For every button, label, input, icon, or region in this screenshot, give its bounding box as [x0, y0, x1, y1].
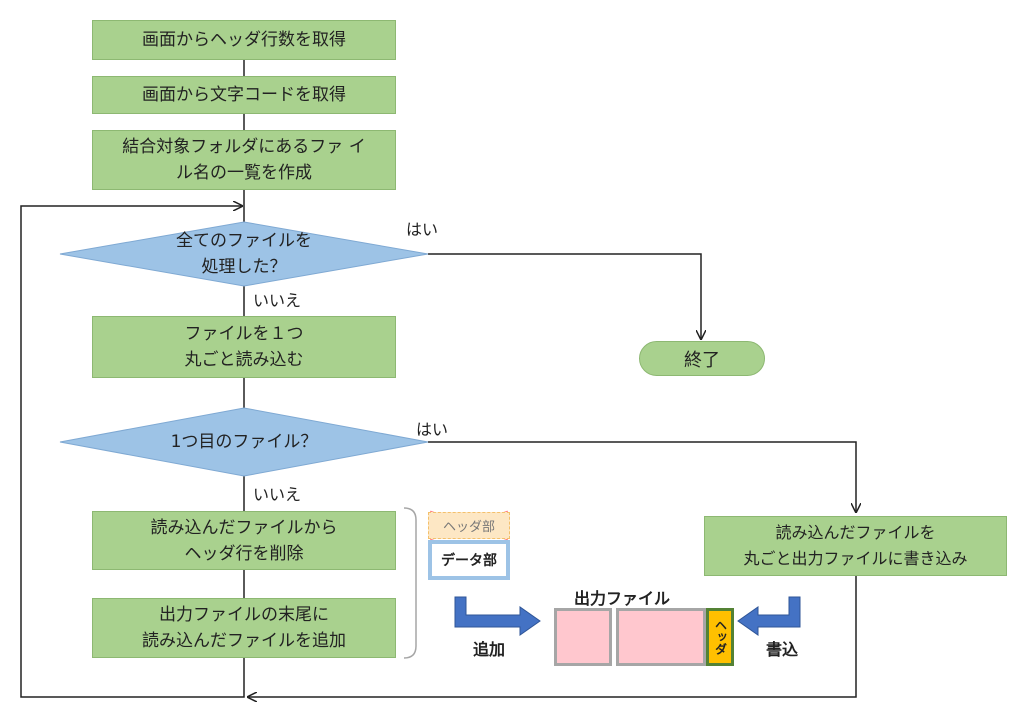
- step-get-header-rows: 画面からヘッダ行数を取得: [92, 20, 396, 60]
- step-make-file-list: 結合対象フォルダにあるファ イ ル名の一覧を作成: [92, 130, 396, 190]
- decision-first-file-text: 1つ目のファイル？: [170, 432, 318, 452]
- label-no-1: いいえ: [253, 291, 302, 310]
- header-part-crossed: ヘッダ部: [428, 512, 510, 539]
- step-append-output: 出力ファイルの末尾に 読み込んだファイルを追加: [92, 598, 396, 658]
- data-part: データ部: [428, 540, 510, 580]
- append-arrow: [454, 596, 541, 636]
- write-arrow: [737, 596, 801, 636]
- append-label: 追加: [473, 640, 506, 659]
- label-yes-1: はい: [406, 220, 439, 239]
- output-header-block: ヘッダ: [706, 608, 734, 666]
- decision-all-processed-text: 全てのファイルを 処理した？: [176, 231, 312, 277]
- label-no-2: いいえ: [253, 485, 302, 504]
- output-file-label: 出力ファイル: [574, 589, 671, 608]
- write-label: 書込: [766, 640, 799, 659]
- step-write-whole-output: 読み込んだファイルを 丸ごと出力ファイルに書き込み: [704, 516, 1007, 576]
- loop-back-line: [20, 206, 245, 698]
- step-delete-header: 読み込んだファイルから ヘッダ行を削除: [92, 511, 396, 570]
- decision-first-file: [59, 407, 429, 477]
- terminal-end: 終了: [639, 341, 765, 376]
- write-return-line: [248, 576, 857, 697]
- output-header-text: ヘッダ: [713, 619, 728, 655]
- grouping-bracket: [403, 507, 417, 659]
- step-get-char-code: 画面から文字コードを取得: [92, 76, 396, 114]
- label-yes-2: はい: [416, 420, 449, 439]
- output-file-block-1: [554, 608, 612, 666]
- yes-branch-to-end: [428, 253, 701, 339]
- output-file-block-2: [616, 608, 706, 666]
- step-read-file-whole: ファイルを１つ 丸ごと読み込む: [92, 316, 396, 378]
- yes-branch-to-write: [428, 441, 856, 512]
- decision-all-processed: [59, 221, 429, 287]
